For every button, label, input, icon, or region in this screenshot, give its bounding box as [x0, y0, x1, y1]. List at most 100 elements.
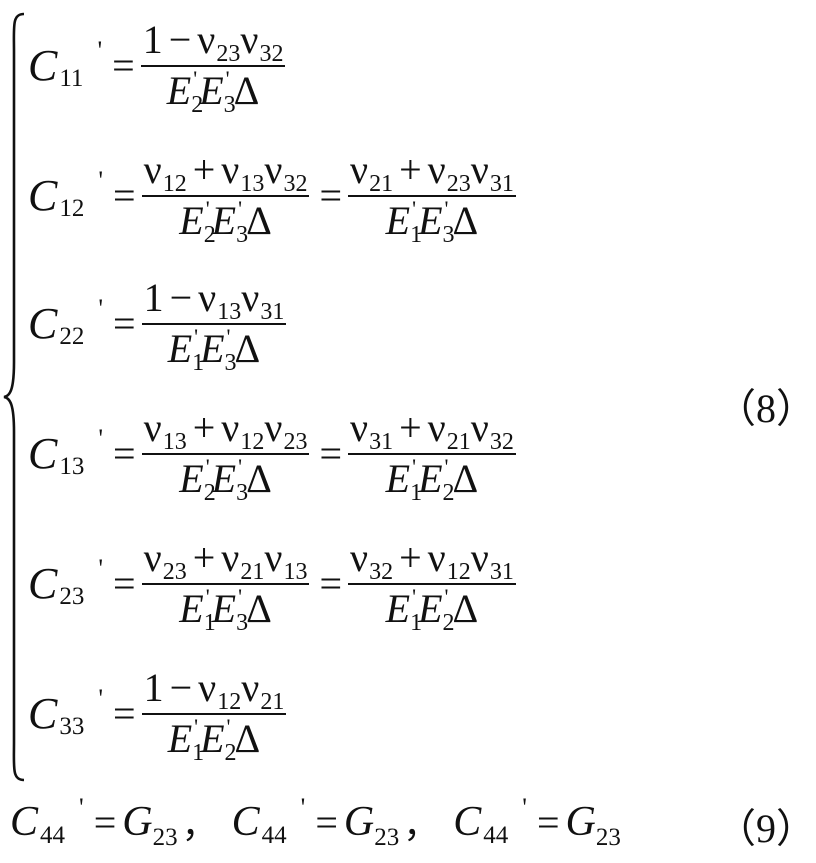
poisson-ratio-b: ν12 [428, 534, 471, 585]
modulus-term-2-symbol: E [211, 586, 237, 632]
fraction-2-fraction-bar [348, 194, 516, 198]
modulus-term-2-prime: ' [238, 196, 243, 222]
poisson-ratio-a: ν23 [197, 16, 240, 67]
poisson-ratio-b-subscript: 13 [240, 170, 265, 197]
poisson-ratio-a-subscript: 23 [162, 558, 187, 585]
fraction-1-fraction-bar [141, 452, 310, 456]
stiffness-symbol: C [28, 428, 58, 478]
modulus-term-2-prime: ' [238, 454, 243, 480]
poisson-ratio-c: ν31 [471, 146, 514, 197]
modulus-term-1-symbol: E [179, 198, 204, 244]
modulus-term-1-prime: ' [194, 324, 199, 350]
modulus-term-1-subscript: 1 [410, 610, 423, 637]
modulus-term-1-subscript: 1 [192, 350, 205, 377]
poisson-ratio-b-symbol: ν [221, 146, 240, 192]
stiffness-prime: ' [98, 424, 104, 453]
poisson-ratio-a-symbol: ν [350, 534, 369, 580]
poisson-ratio-a: ν32 [350, 534, 393, 585]
modulus-term-1-subscript: 2 [203, 222, 216, 249]
stiffness-subscript: 12 [59, 195, 85, 222]
poisson-ratio-c-subscript: 31 [489, 558, 514, 585]
stiffness-prime: ' [98, 554, 104, 583]
stiffness-subscript: 44 [40, 822, 66, 849]
poisson-ratio-b: ν31 [241, 274, 284, 325]
delta-symbol: Δ [452, 586, 479, 632]
plus-sign: + [192, 404, 216, 450]
poisson-ratio-a-subscript: 21 [369, 170, 394, 197]
stiffness-prime: ' [300, 793, 306, 822]
poisson-ratio-b: ν21 [241, 664, 284, 715]
modulus-term-1-symbol: E [179, 456, 204, 502]
stiffness-symbol: C [453, 799, 482, 845]
modulus-term-1-symbol: E [166, 68, 192, 114]
modulus-term-1-prime: ' [412, 454, 417, 480]
poisson-ratio-a-subscript: 32 [369, 558, 394, 585]
stiffness-subscript: 23 [59, 583, 85, 610]
fraction-1-fraction-bar [141, 194, 310, 198]
fraction-2-fraction-bar [348, 582, 516, 586]
modulus-term-1-symbol: E [179, 586, 204, 632]
stiffness-subscript: 44 [483, 822, 509, 849]
plus-sign: + [399, 404, 422, 450]
poisson-ratio-c-subscript: 32 [489, 428, 514, 455]
poisson-ratio-b-symbol: ν [241, 664, 260, 710]
delta-symbol: Δ [246, 456, 272, 502]
modulus-term-2-symbol: E [418, 586, 443, 632]
poisson-ratio-a: ν12 [198, 664, 241, 715]
stiffness-prime: ' [98, 294, 104, 323]
poisson-ratio-a-subscript: 31 [369, 428, 394, 455]
modulus-term-2-symbol: E [211, 456, 237, 502]
poisson-ratio-a-symbol: ν [198, 274, 217, 320]
equals-sign: = [93, 799, 117, 845]
poisson-ratio-c-subscript: 13 [283, 558, 308, 585]
numerator-one: 1 [142, 16, 163, 62]
poisson-ratio-c-subscript: 31 [489, 170, 514, 197]
equals-sign: = [112, 42, 135, 88]
delta-symbol: Δ [233, 68, 260, 114]
fraction-1-fraction-bar [140, 64, 286, 68]
poisson-ratio-b-symbol: ν [427, 146, 446, 192]
poisson-ratio-b-subscript: 21 [446, 428, 471, 455]
delta-symbol: Δ [234, 326, 261, 372]
equals-sign: = [113, 690, 136, 736]
modulus-term-2-prime: ' [444, 454, 449, 480]
poisson-ratio-c-subscript: 23 [283, 428, 308, 455]
plus-sign: + [192, 146, 216, 192]
modulus-term-2-subscript: 3 [442, 222, 455, 249]
stiffness-prime: ' [79, 793, 84, 822]
delta-symbol: Δ [234, 716, 261, 762]
poisson-ratio-c-symbol: ν [264, 146, 283, 192]
modulus-term-1-prime: ' [194, 714, 199, 740]
equals-sign: = [113, 560, 136, 606]
modulus-term-2-subscript: 2 [442, 480, 455, 507]
stiffness-subscript: 33 [59, 713, 85, 740]
poisson-ratio-a: ν23 [144, 534, 187, 585]
modulus-term-1-subscript: 1 [410, 222, 423, 249]
poisson-ratio-a-subscript: 13 [217, 298, 242, 325]
poisson-ratio-c-symbol: ν [264, 404, 283, 450]
delta-symbol: Δ [246, 586, 272, 632]
